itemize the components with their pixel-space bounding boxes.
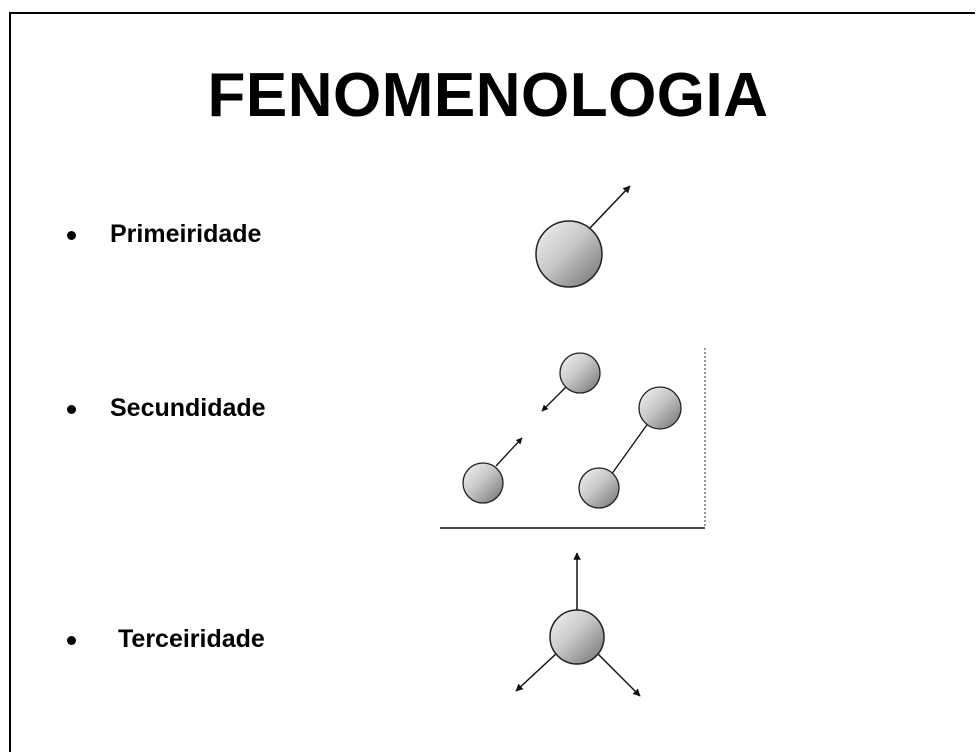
single-sphere-arrow-diagram — [535, 185, 631, 288]
sphere-icon — [535, 220, 603, 288]
bullet-secundidade: Secundidade — [67, 394, 266, 423]
bullet-label: Secundidade — [110, 394, 266, 422]
sphere-icon — [559, 352, 601, 394]
bullet-dot-icon — [67, 231, 76, 240]
bullet-terceiridade: Terceiridade — [67, 625, 265, 654]
triadic-sphere-diagram — [515, 552, 641, 697]
slide-frame — [9, 12, 975, 752]
bullet-label: Primeiridade — [110, 220, 262, 248]
slide-title: FENOMENOLOGIA — [207, 61, 769, 130]
bullet-primeiridade: Primeiridade — [67, 220, 262, 249]
sphere-icon — [578, 467, 620, 509]
sphere-icon — [638, 386, 682, 430]
sphere-icon — [549, 609, 605, 665]
bullet-label: Terceiridade — [118, 625, 265, 653]
bullet-dot-icon — [67, 405, 76, 414]
bullet-dot-icon — [67, 636, 76, 645]
paired-spheres-diagram — [440, 348, 706, 529]
sphere-icon — [462, 462, 504, 504]
